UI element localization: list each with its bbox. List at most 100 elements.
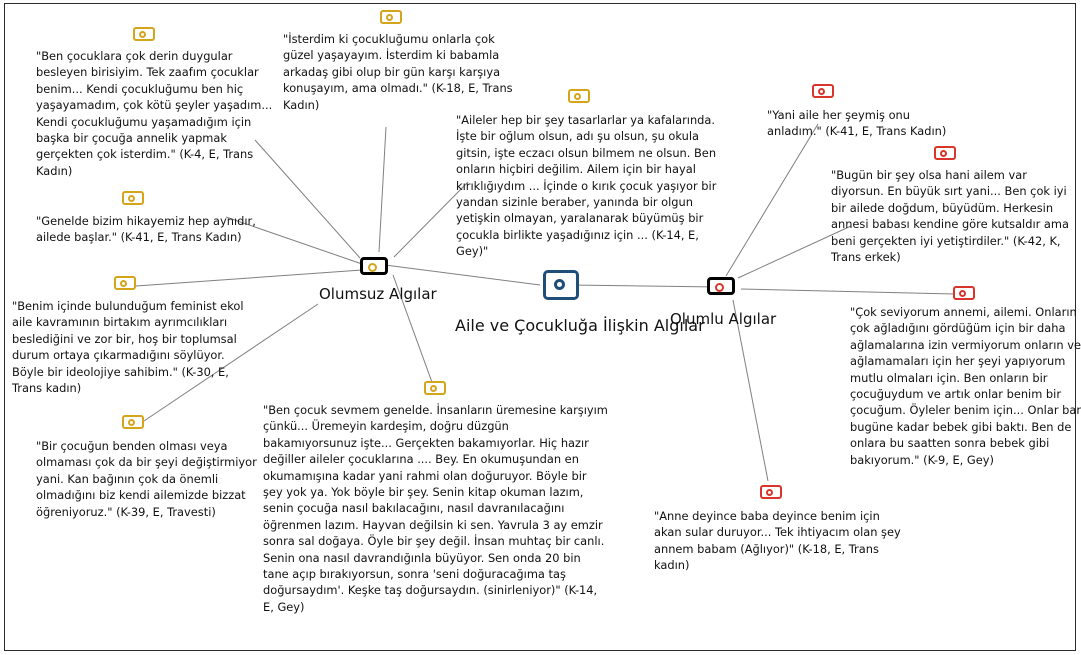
diagram-frame: [4, 3, 1076, 651]
quote-line: "Aileler hep bir şey tasarlarlar ya kafa…: [456, 113, 715, 127]
link-pos-q3: [740, 288, 956, 295]
quote-line: "Çok seviyorum annemi, ailemi. Onların: [850, 305, 1077, 319]
quote-icon[interactable]: [760, 485, 782, 499]
quote-icon[interactable]: [812, 84, 834, 98]
quote-line: beslediğini ve zor bir, hoş bir toplumsa…: [12, 331, 237, 346]
negative-quote-3: "Aileler hep bir şey tasarlarlar ya kafa…: [456, 112, 716, 260]
quote-line: mutlu olmaları için. Ben onların bir: [850, 370, 1048, 385]
quote-line: öğreniyoruz." (K-39, E, Travesti): [36, 504, 216, 519]
quote-icon[interactable]: [568, 89, 590, 103]
positive-quote-3: "Çok seviyorum annemi, ailemi. Onların ço…: [850, 304, 1081, 468]
quote-line: güzel yaşayayım. İsterdim ki babamla: [283, 48, 500, 63]
quote-line: Gey)": [456, 244, 489, 259]
quote-icon[interactable]: [424, 381, 446, 395]
quote-line: "İsterdim ki çocukluğumu onlarla çok: [283, 32, 495, 46]
quote-icon[interactable]: [133, 27, 155, 41]
negative-node-icon[interactable]: [360, 257, 388, 275]
quote-line: yani. Kan bağının çok da önemli: [36, 471, 219, 486]
quote-line: annem babam (Ağlıyor)" (K-18, E, Trans: [654, 541, 879, 556]
center-node-label: Aile ve Çocukluğa İlişkin Algılar: [455, 316, 705, 335]
positive-node-label: Olumlu Algılar: [670, 310, 777, 328]
quote-line: "Genelde bizim hikayemiz hep aynıdır,: [36, 214, 256, 228]
quote-line: gitsin, işte eczacı olsun bilmem ne olsu…: [456, 145, 717, 160]
quote-line: sonra sal doğaya. Öyle bir şey değil. İn…: [263, 534, 605, 549]
positive-quote-4: "Anne deyince baba deyince benim için aka…: [654, 508, 901, 574]
quote-line: doğursaydım'. Keşke taş doğursaydın. (si…: [263, 583, 598, 598]
quote-line: ağlamalarına izin vermiyorum onların ve: [850, 337, 1081, 352]
link-neg-q5: [135, 269, 363, 287]
quote-line: Trans kadın): [12, 381, 82, 396]
quote-line: bakamıyorsunuz işte... Gerçekten bakamıy…: [263, 435, 589, 450]
quote-line: çocuğum. Öyleler benim için... Onlar ban…: [850, 403, 1081, 418]
quote-line: Senin ona nasıl davrandığınla büyüyor. S…: [263, 550, 581, 565]
quote-line: senin çocuğa nasıl bakılacağını, nasıl d…: [263, 501, 565, 516]
quote-line: diyorsun. En büyük sırt yani... Ben çok …: [831, 184, 1067, 199]
quote-line: "Benim içinde bulunduğum feminist ekol: [12, 299, 244, 313]
negative-quote-5: "Benim içinde bulunduğum feminist ekol ai…: [12, 298, 244, 396]
quote-line: Kadın): [283, 97, 320, 112]
quote-line: Kadın): [36, 163, 73, 178]
quote-line: çok ağladığını gördüğüm için bir daha: [850, 321, 1066, 336]
quote-line: değiller aileler çocuklarına .... Bey. E…: [263, 452, 579, 467]
quote-line: "Bugün bir şey olsa hani ailem var: [831, 168, 1027, 182]
link-center-negative: [384, 264, 541, 286]
quote-line: yaşayamadım, çok kötü şeyler yaşadım...: [36, 98, 273, 113]
quote-line: "Ben çocuk sevmem genelde. İnsanların ür…: [263, 403, 608, 417]
quote-line: arkadaş gibi olup bir gün karşı karşıya: [283, 64, 501, 79]
quote-line: gerçekten çok isterdim." (K-4, E, Trans: [36, 147, 254, 162]
quote-icon[interactable]: [380, 10, 402, 24]
link-neg-q6: [143, 303, 319, 422]
positive-quote-1: "Yani aile her şeymiş onu anladım." (K-41…: [767, 107, 946, 140]
center-node-icon[interactable]: [543, 270, 579, 300]
link-neg-q7: [392, 274, 434, 386]
positive-quote-2: "Bugün bir şey olsa hani ailem var diyors…: [831, 167, 1069, 265]
negative-quote-7: "Ben çocuk sevmem genelde. İnsanların ür…: [263, 402, 608, 615]
quote-line: aile kavramının birtakım ayrımcılıkları: [12, 315, 228, 330]
quote-line: yetişkin olmayan, yaralanarak büyümüş bi…: [456, 211, 704, 226]
quote-icon[interactable]: [122, 415, 144, 429]
negative-quote-1: "Ben çocuklara çok derin duygular besleye…: [36, 48, 272, 179]
link-pos-q2: [737, 225, 852, 279]
negative-node-label: Olumsuz Algılar: [319, 285, 437, 303]
quote-line: akan sular duruyor... Tek ihtiyacım olan…: [654, 525, 901, 540]
quote-line: İşte bir oğlum olsun, adı şu olsun, şu o…: [456, 129, 700, 144]
quote-line: ağlamamaları için her şeyi yapıyorum: [850, 354, 1066, 369]
quote-line: çocukla birlikte yaşadığınız için ... (K…: [456, 227, 699, 242]
quote-line: kadın): [654, 558, 690, 573]
quote-icon[interactable]: [953, 286, 975, 300]
link-neg-q1: [254, 139, 361, 259]
link-pos-q1: [725, 123, 819, 277]
quote-line: annesi babası kendine göre kutsaldır ama: [831, 217, 1069, 232]
quote-line: bakıyorum." (K-9, E, Gey): [850, 452, 994, 467]
quote-line: konuşayım, ama olmadı." (K-18, E, Trans: [283, 81, 513, 96]
link-pos-q4: [732, 299, 769, 482]
link-neg-q2: [378, 126, 387, 253]
positive-node-icon[interactable]: [707, 277, 735, 295]
quote-line: olmadığını biz kendi ailemizde bizzat: [36, 488, 246, 503]
quote-line: Trans erkek): [831, 250, 901, 265]
quote-line: öğrenmen lazım. Hayvan değilsin ki sen. …: [263, 517, 603, 532]
quote-line: besleyen birisiyim. Tek zaafım çocuklar: [36, 65, 259, 80]
quote-line: E, Gey): [263, 599, 305, 614]
quote-line: "Yani aile her şeymiş onu: [767, 108, 910, 122]
quote-line: ailede başlar." (K-41, E, Trans Kadın): [36, 230, 242, 245]
quote-line: "Anne deyince baba deyince benim için: [654, 509, 880, 523]
quote-line: yandan sizinle beraber, yanında bir olgu…: [456, 195, 693, 210]
negative-quote-2: "İsterdim ki çocukluğumu onlarla çok güze…: [283, 31, 513, 113]
quote-line: durum ortaya çıkarmadığını söylüyor.: [12, 348, 225, 363]
quote-line: anladım." (K-41, E, Trans Kadın): [767, 124, 947, 139]
quote-icon[interactable]: [934, 146, 956, 160]
quote-line: çocuğuydum ve artık onlar benim bir: [850, 387, 1062, 402]
negative-quote-4: "Genelde bizim hikayemiz hep aynıdır, ail…: [36, 213, 256, 246]
quote-line: beni gerçekten iyi yetiştirdiler." (K-42…: [831, 233, 1061, 248]
quote-line: "Ben çocuklara çok derin duygular: [36, 49, 233, 63]
quote-icon[interactable]: [114, 276, 136, 290]
quote-line: tane açıp bırakıyorsun, sonra 'seni doğu…: [263, 567, 566, 582]
quote-line: bir ailede doğdum, büyüdüm. Herkesin: [831, 200, 1054, 215]
link-neg-q4: [225, 216, 363, 265]
quote-line: kırıklığıydım ... İçinde o kırık çocuk y…: [456, 178, 717, 193]
quote-icon[interactable]: [122, 191, 144, 205]
link-neg-q3: [393, 181, 469, 258]
quote-line: "Bir çocuğun benden olması veya: [36, 439, 228, 453]
